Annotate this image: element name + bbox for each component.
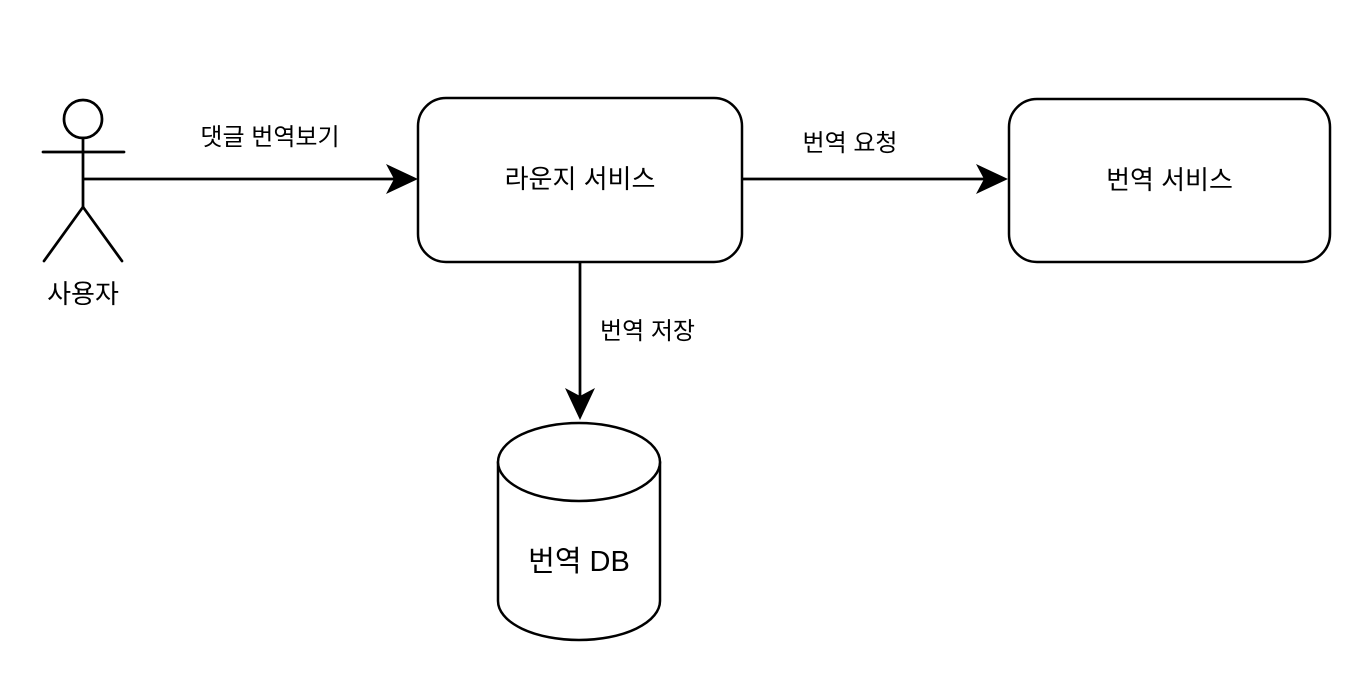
node-translation-service-label: 번역 서비스 [1106,164,1233,195]
node-translation-db-shape [496,421,662,642]
edge-translation-save [565,261,595,420]
edge-translation-request [740,164,1008,194]
node-translation-db-label: 번역 DB [528,546,630,578]
edge-label-view-comment-translation: 댓글 번역보기 [200,124,340,151]
arrowhead-right-icon [386,164,418,194]
actor-right-leg [81,205,124,263]
edge-view-comment-translation [82,164,418,194]
actor-head [62,98,104,140]
actor-user-figure [41,98,126,263]
edge-label-translation-save: 번역 저장 [600,318,695,345]
actor-left-leg [42,205,85,263]
node-translation-service-shape [1007,97,1332,264]
node-lounge-service-shape [416,96,744,264]
node-lounge-service-label: 라운지 서비스 [504,164,656,195]
edge-label-translation-request: 번역 요청 [802,130,898,157]
actor-user-label: 사용자 [47,279,119,309]
arrowhead-right-icon [976,164,1008,194]
arrowhead-down-icon [565,388,595,420]
